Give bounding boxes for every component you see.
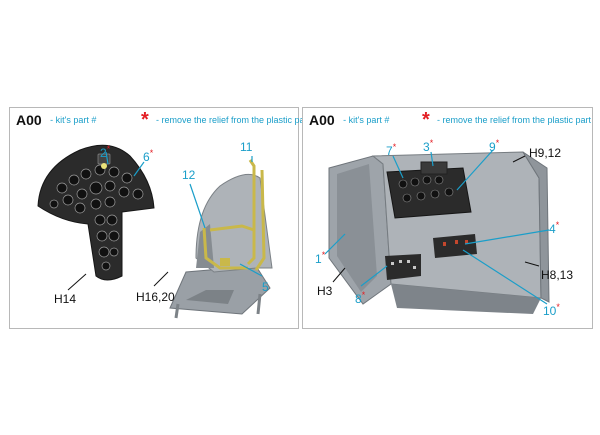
- right-panel: A00 - kit's part # * - remove the relief…: [302, 107, 593, 329]
- part-code: A00: [16, 112, 42, 128]
- label-h16-20: H16,20: [136, 290, 175, 304]
- label-6: 6*: [143, 148, 154, 164]
- label-7: 7*: [386, 142, 397, 158]
- left-panel: A00 - kit's part # * - remove the relief…: [9, 107, 310, 329]
- label-h14: H14: [54, 292, 77, 306]
- red-star-icon: *: [422, 109, 430, 131]
- kits-part-note: - kit's part #: [50, 115, 97, 125]
- remove-relief-note: - remove the relief from the plastic par…: [156, 115, 311, 125]
- callout-lines: [324, 149, 550, 305]
- label-h8-13: H8,13: [541, 268, 574, 282]
- label-1: 1*: [315, 250, 326, 266]
- label-10: 10*: [543, 302, 560, 318]
- label-3: 3*: [423, 138, 434, 154]
- left-header: A00 - kit's part # * - remove the relief…: [16, 109, 310, 131]
- label-h3: H3: [317, 284, 333, 298]
- instrument-panel: [37, 144, 155, 281]
- label-2: 2*: [100, 144, 111, 160]
- left-illustration: [37, 144, 273, 319]
- kits-part-note: - kit's part #: [343, 115, 390, 125]
- label-12: 12: [182, 168, 196, 182]
- right-header: A00 - kit's part # * - remove the relief…: [309, 109, 591, 131]
- remove-relief-note: - remove the relief from the plastic par…: [437, 115, 592, 125]
- label-9: 9*: [489, 138, 500, 154]
- cockpit-tub: [328, 151, 550, 314]
- label-h9-12: H9,12: [529, 146, 562, 160]
- label-8: 8*: [355, 290, 366, 306]
- part-code: A00: [309, 112, 335, 128]
- callout-lines: [105, 151, 263, 277]
- label-11: 11: [240, 140, 253, 154]
- red-star-icon: *: [141, 109, 149, 131]
- label-4: 4*: [549, 220, 560, 236]
- pilot-seat: [169, 159, 273, 319]
- right-illustration: [324, 149, 550, 314]
- label-5: 5: [262, 280, 269, 294]
